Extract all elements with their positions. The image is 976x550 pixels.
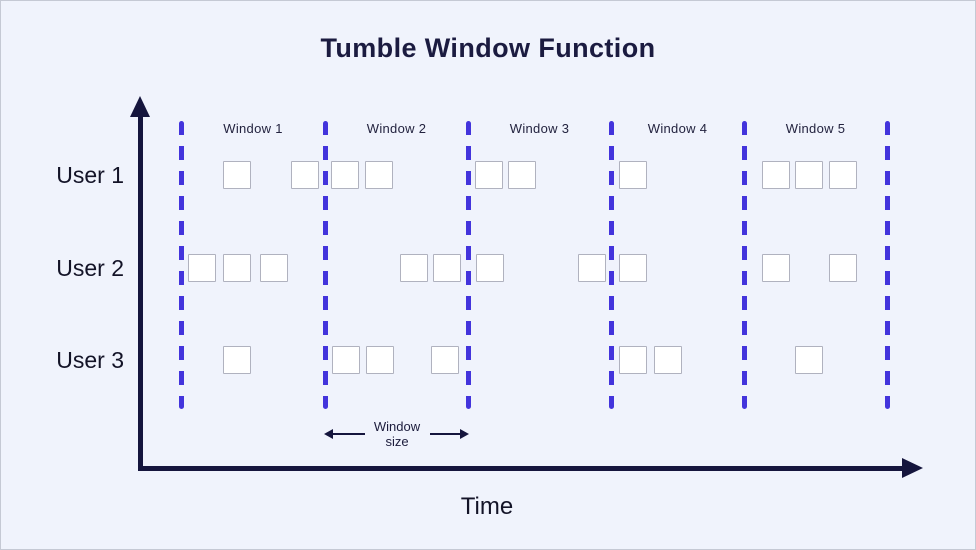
window-size-right-arrow-line <box>430 433 463 435</box>
window-label-3: Window 3 <box>509 121 570 136</box>
event-square <box>331 161 359 189</box>
event-square <box>508 161 536 189</box>
event-square <box>260 254 288 282</box>
event-square <box>762 254 790 282</box>
event-square <box>475 161 503 189</box>
event-square <box>188 254 216 282</box>
user-row-label-1: User 1 <box>56 162 124 188</box>
event-square <box>223 254 251 282</box>
event-square <box>795 161 823 189</box>
window-boundary-line-5 <box>742 121 747 409</box>
diagram-title: Tumble Window Function <box>320 33 656 63</box>
window-label-4: Window 4 <box>647 121 708 136</box>
window-label-1: Window 1 <box>223 121 283 136</box>
user-row-label-2: User 2 <box>56 255 124 281</box>
event-square <box>619 161 647 189</box>
event-square <box>762 161 790 189</box>
event-square <box>433 254 461 282</box>
window-boundary-line-6 <box>885 121 890 409</box>
y-axis-arrowhead-icon <box>130 96 150 117</box>
event-square <box>431 346 459 374</box>
window-label-5: Window 5 <box>785 121 846 136</box>
x-axis-line <box>138 466 903 471</box>
y-axis-line <box>138 113 143 469</box>
event-square <box>619 346 647 374</box>
event-square <box>476 254 504 282</box>
event-square <box>291 161 319 189</box>
window-label-2: Window 2 <box>366 121 427 136</box>
x-axis-arrowhead-icon <box>902 458 923 478</box>
event-square <box>829 254 857 282</box>
window-size-left-arrow-icon <box>324 429 333 439</box>
window-boundary-line-2 <box>323 121 328 409</box>
event-square <box>400 254 428 282</box>
user-row-label-3: User 3 <box>56 347 124 373</box>
event-square <box>223 161 251 189</box>
event-square <box>366 346 394 374</box>
event-square <box>795 346 823 374</box>
window-size-annotation-line1: Window <box>373 419 421 434</box>
event-square <box>654 346 682 374</box>
event-square <box>365 161 393 189</box>
window-size-annotation: Window size <box>347 419 447 449</box>
event-square <box>578 254 606 282</box>
event-square <box>332 346 360 374</box>
event-square <box>829 161 857 189</box>
window-size-right-arrow-icon <box>460 429 469 439</box>
window-boundary-line-1 <box>179 121 184 409</box>
event-square <box>619 254 647 282</box>
window-size-left-arrow-line <box>332 433 365 435</box>
window-boundary-line-4 <box>609 121 614 409</box>
window-size-annotation-line2: size <box>385 434 409 449</box>
event-square <box>223 346 251 374</box>
x-axis-label: Time <box>460 493 514 520</box>
window-boundary-line-3 <box>466 121 471 409</box>
